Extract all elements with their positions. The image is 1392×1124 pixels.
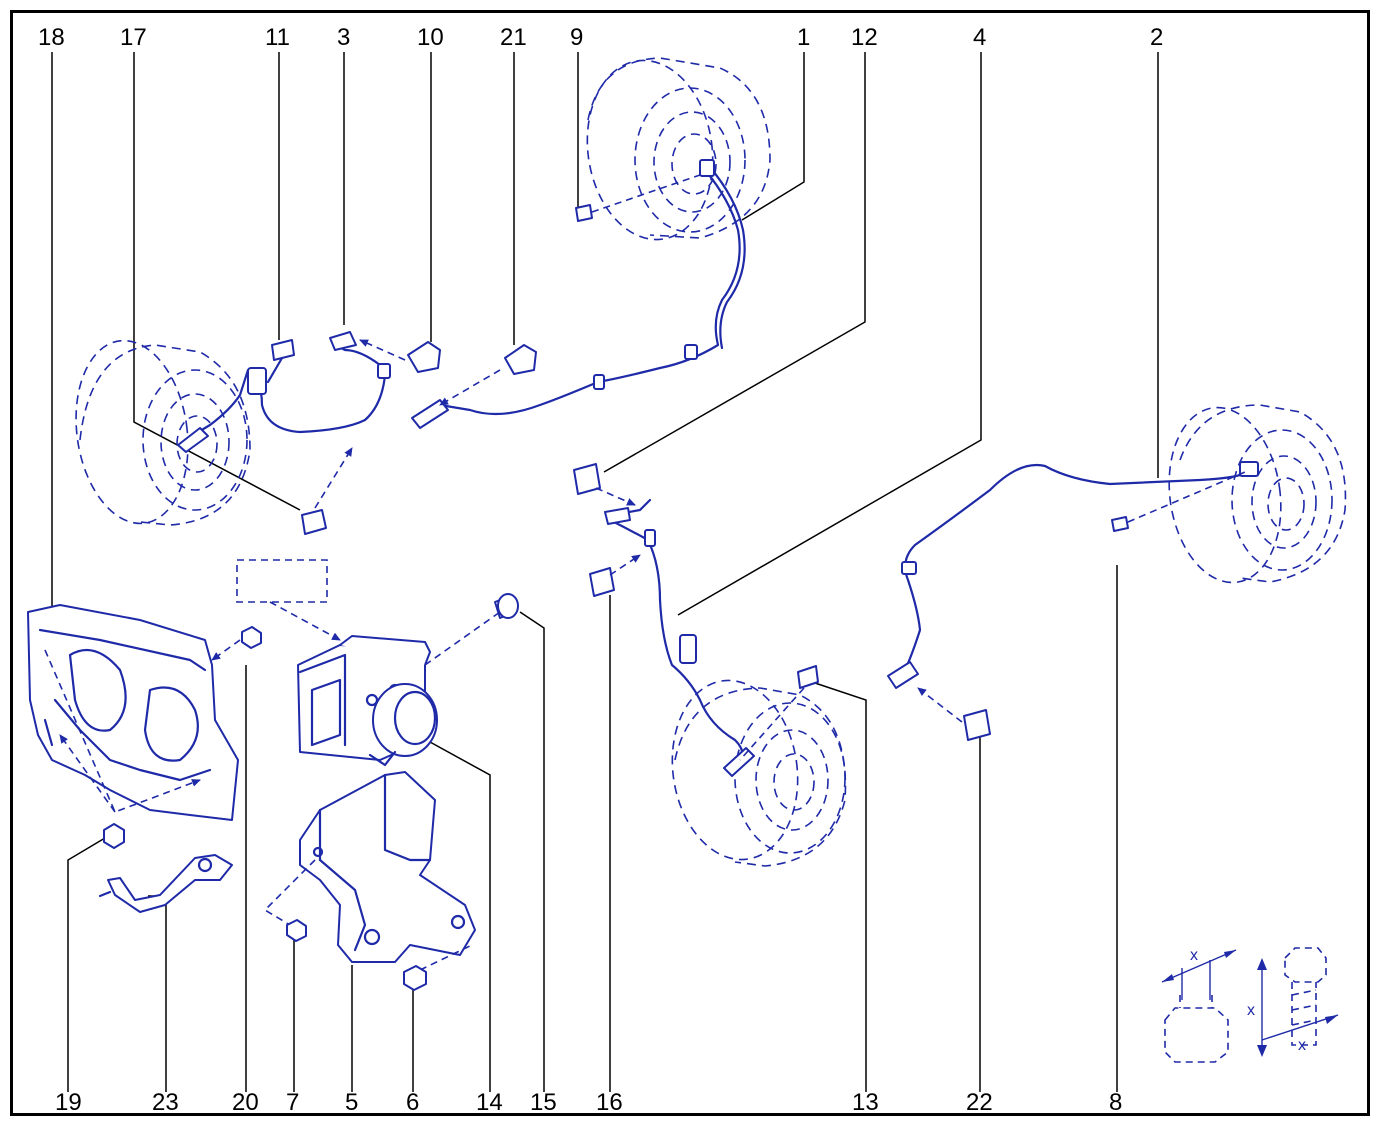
callout-19: 19 <box>55 1089 82 1116</box>
clip-12 <box>573 463 636 506</box>
leader-12 <box>603 52 866 473</box>
callout-2: 2 <box>1150 24 1163 51</box>
grommet-10 <box>359 339 441 373</box>
callout-1: 1 <box>797 24 810 51</box>
bolt-bottom-dimension-label: x <box>1298 1037 1306 1054</box>
wheel-front-right <box>586 57 771 241</box>
bolt-8 <box>1111 471 1246 532</box>
dimension-legend: x x x <box>1161 947 1339 1063</box>
bolt-6 <box>403 965 427 991</box>
leader-14 <box>429 741 491 1092</box>
callout-18: 18 <box>38 24 65 51</box>
leader-23 <box>148 895 167 1092</box>
abs-unit-14 <box>297 611 501 767</box>
harness-4-rear-left <box>604 498 755 777</box>
wheel-rear-left <box>671 679 847 867</box>
splash-shield-18 <box>27 604 241 821</box>
bolt-13 <box>739 665 819 761</box>
callout-17: 17 <box>120 24 147 51</box>
callout-12: 12 <box>851 24 878 51</box>
callout-10: 10 <box>417 24 444 51</box>
harness-2-rear-right <box>887 461 1259 689</box>
grommet-21 <box>439 344 537 406</box>
callout-11: 11 <box>265 24 290 51</box>
nut-19 <box>103 823 125 849</box>
callout-4: 4 <box>973 24 986 51</box>
callout-23: 23 <box>152 1089 179 1116</box>
reference-box-arrow <box>269 601 341 641</box>
callout-21: 21 <box>500 24 527 51</box>
harness-1-front-right <box>411 159 746 429</box>
leader-1 <box>741 52 805 221</box>
nut-20 <box>241 626 262 649</box>
callout-16: 16 <box>596 1089 623 1116</box>
wheel-front-left <box>75 339 251 526</box>
clip-17 <box>301 447 353 535</box>
callout-20: 20 <box>232 1089 259 1116</box>
nut-dimension-label: x <box>1190 947 1198 964</box>
harness-3-front-left <box>177 331 391 453</box>
bracket-23 <box>98 854 233 913</box>
reference-box <box>236 559 328 603</box>
callout-3: 3 <box>337 24 350 51</box>
clip-22 <box>917 687 991 741</box>
leader-17 <box>133 52 301 511</box>
nut-dimension-symbol: x <box>1161 947 1237 1063</box>
diagram-frame <box>10 10 1370 1116</box>
bolt-dimension-symbol: x x <box>1247 947 1339 1057</box>
leader-19 <box>67 837 106 1092</box>
leader-13 <box>814 682 867 1092</box>
callout-13: 13 <box>852 1089 879 1116</box>
leader-lines <box>51 52 1159 1092</box>
callout-9: 9 <box>570 24 583 51</box>
clip-16 <box>589 554 641 597</box>
bolt-15 <box>494 593 519 619</box>
bracket-5 <box>263 771 476 971</box>
leader-4 <box>677 52 982 616</box>
bolt-11 <box>266 339 295 384</box>
nut-7 <box>286 919 307 942</box>
callout-6: 6 <box>406 1089 419 1116</box>
bolt-9 <box>575 174 701 222</box>
callout-22: 22 <box>966 1089 993 1116</box>
leader-15 <box>519 611 545 1092</box>
callout-7: 7 <box>286 1089 299 1116</box>
wheel-rear-right <box>1168 404 1347 584</box>
callout-14: 14 <box>476 1089 503 1116</box>
bolt-side-dimension-label: x <box>1247 1002 1255 1019</box>
callout-8: 8 <box>1109 1089 1122 1116</box>
callout-15: 15 <box>530 1089 557 1116</box>
callout-5: 5 <box>345 1089 358 1116</box>
